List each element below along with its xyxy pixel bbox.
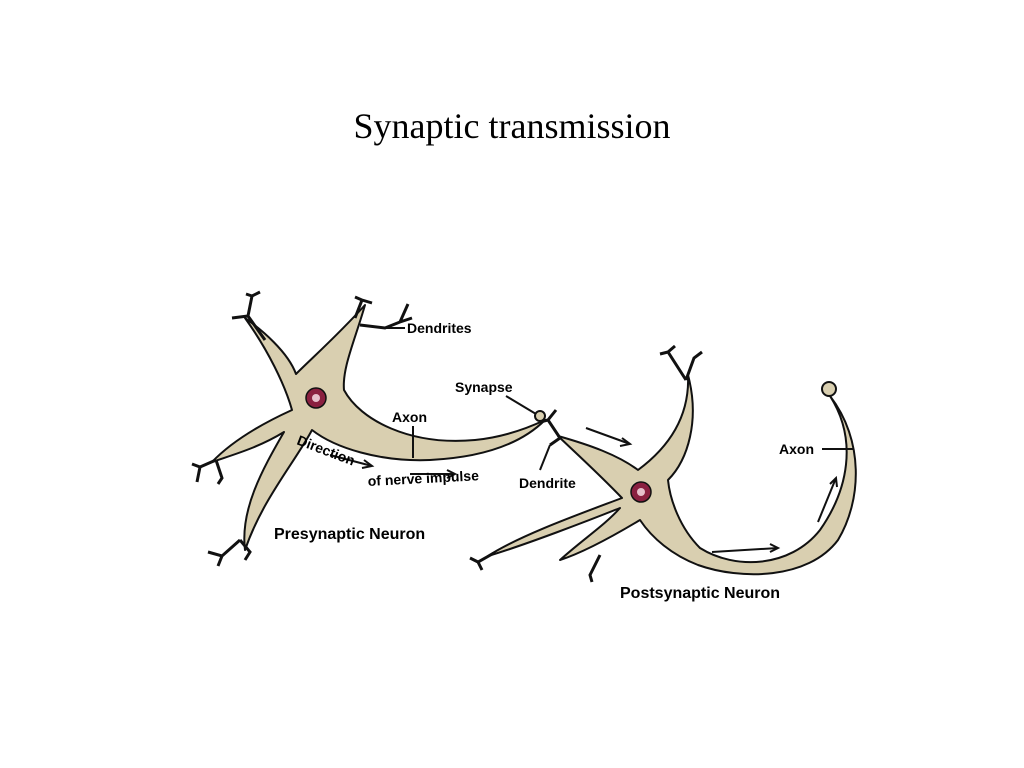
arrow-post-1	[585, 427, 631, 445]
label-axon-presynaptic: Axon	[392, 409, 427, 425]
postsynaptic-neuron	[469, 344, 857, 583]
postsynaptic-dendrite-branch-1	[539, 409, 562, 447]
presynaptic-neuron	[191, 290, 546, 567]
postsynaptic-dendrite-branch-4	[588, 554, 602, 583]
arrow-pre-2-head	[446, 469, 458, 479]
arrow-post-3	[817, 477, 837, 523]
presynaptic-nucleolus	[312, 394, 320, 402]
postsynaptic-dendrite-branch-3	[469, 551, 495, 571]
arrow-post-3-head	[829, 475, 838, 488]
impulse-arrows	[329, 427, 838, 553]
arrow-pre-1-head	[361, 459, 375, 469]
label-presynaptic-neuron: Presynaptic Neuron	[274, 526, 425, 543]
postsynaptic-cell-body	[487, 374, 857, 576]
arrow-post-1-head	[619, 437, 633, 447]
presynaptic-dendrite-branch-3	[191, 458, 224, 485]
arrow-post-2-head	[769, 543, 781, 553]
presynaptic-dendrite-branch-1	[231, 290, 267, 341]
label-direction-part2: of nerve impulse	[367, 467, 479, 489]
presynaptic-dendrite-branch-4	[207, 538, 252, 567]
label-axon-postsynaptic: Axon	[779, 441, 814, 457]
label-synapse: Synapse	[455, 379, 513, 395]
presynaptic-cell-body	[211, 304, 546, 551]
slide-title: Synaptic transmission	[353, 106, 671, 146]
label-postsynaptic-neuron: Postsynaptic Neuron	[620, 585, 780, 602]
postsynaptic-dendrite-branch-2	[659, 344, 703, 381]
postsynaptic-axon-terminal	[821, 381, 837, 397]
leader-dendrite	[539, 444, 551, 471]
leader-lines	[385, 327, 854, 471]
label-dendrites: Dendrites	[407, 320, 472, 336]
arrow-post-2	[711, 547, 779, 553]
arrow-pre-1	[329, 454, 373, 467]
synapse-terminal	[534, 410, 546, 422]
leader-synapse	[505, 395, 537, 415]
postsynaptic-nucleolus	[637, 488, 645, 496]
presynaptic-dendrite-branch-2	[353, 295, 413, 330]
label-dendrite: Dendrite	[519, 475, 576, 491]
